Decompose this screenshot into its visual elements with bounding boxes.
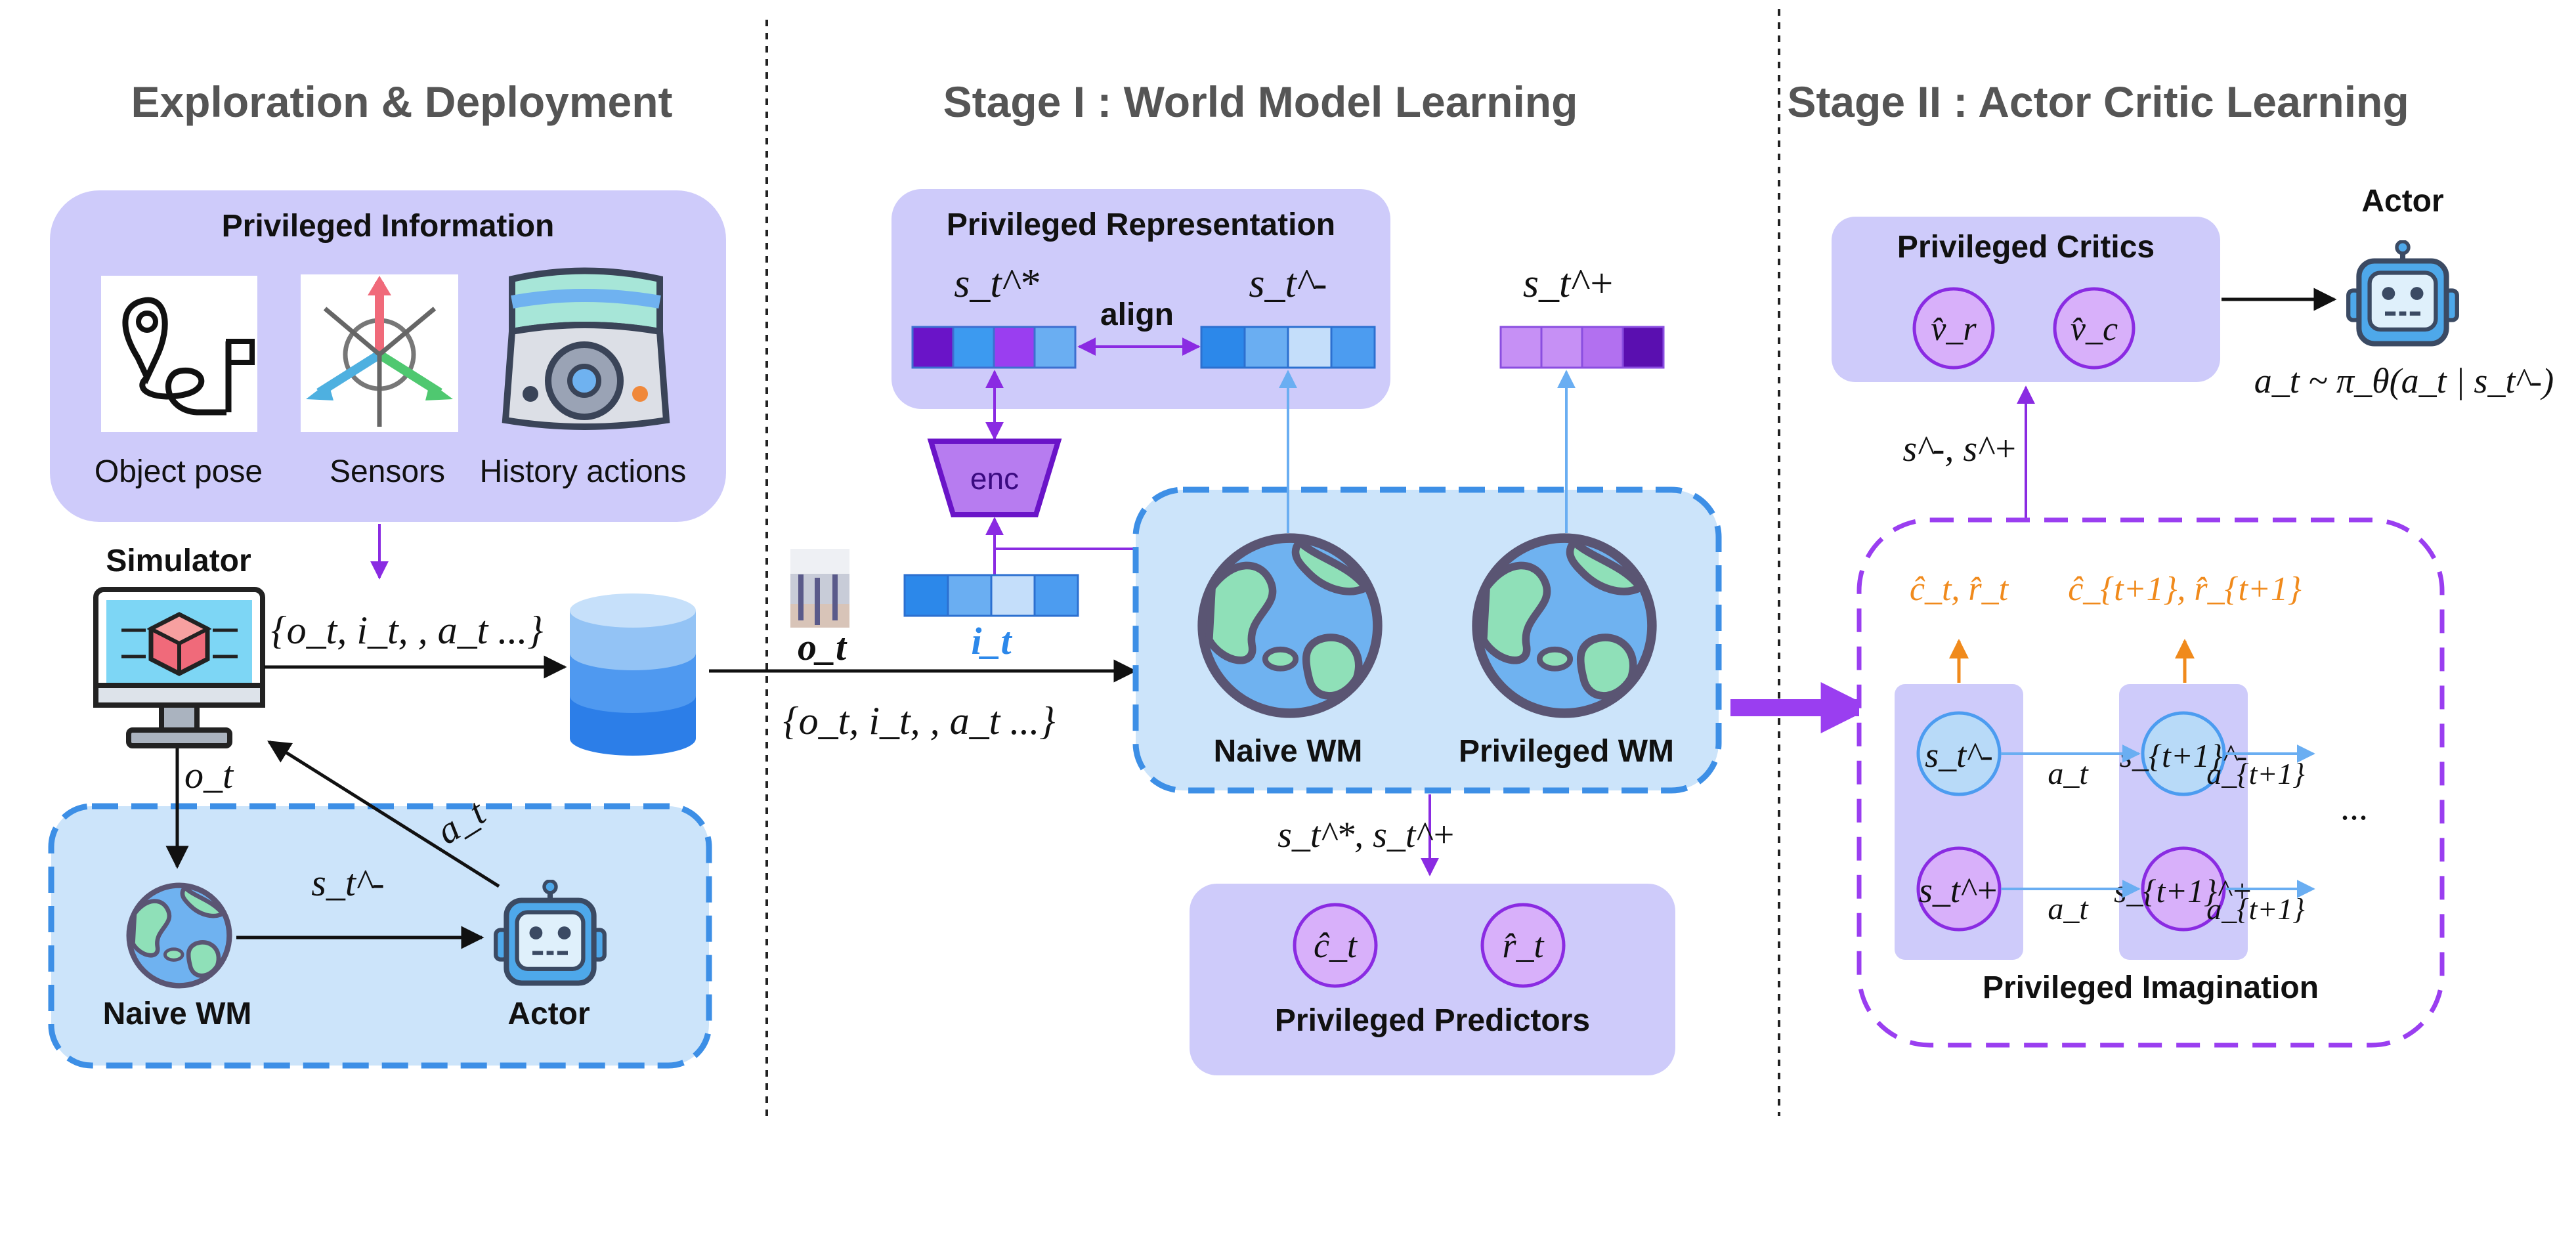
- value-reward-node: [1912, 287, 1995, 370]
- action-arrow: [267, 740, 500, 888]
- value-reward-label: v̂_r: [1931, 311, 1977, 348]
- cockpit-icon: [502, 267, 670, 430]
- align-label: align: [1100, 297, 1174, 332]
- state-label: s_t^-: [311, 861, 384, 904]
- value-cost-label: v̂_c: [2071, 311, 2118, 348]
- s-minus-t1-node: [2141, 711, 2226, 796]
- out-t-label: ĉ_t, r̂_t: [1910, 571, 2009, 608]
- encoder-block: [927, 439, 1062, 517]
- privileged-imagination-title: Privileged Imagination: [1983, 970, 2319, 1005]
- simulator-monitor-icon: [93, 587, 265, 748]
- r-hat-label: r̂_t: [1502, 926, 1545, 965]
- replay-tuple-label: {o_t, i_t, , a_t ...}: [783, 699, 1056, 743]
- a-t1-label-minus: a_{t+1}: [2206, 757, 2305, 790]
- s-star-label: s_t^*: [954, 261, 1039, 306]
- s-minus-vector: [1200, 326, 1376, 369]
- section-title-stage1: Stage I : World Model Learning: [943, 77, 1578, 126]
- section-title-stage2: Stage II : Actor Critic Learning: [1787, 77, 2409, 126]
- privileged-critics-title: Privileged Critics: [1897, 230, 2155, 265]
- privileged-wm-label: Privileged WM: [1459, 734, 1674, 769]
- c-hat-node: [1293, 903, 1378, 988]
- object-pose-label: Object pose: [95, 454, 263, 489]
- obs-label: o_t: [184, 754, 234, 796]
- map-route-icon: [101, 276, 257, 432]
- globe-icon: [129, 886, 230, 986]
- s-plus-t-node: [1916, 846, 2002, 932]
- s-star-vector: [911, 326, 1077, 369]
- i-t-vector: [903, 574, 1079, 617]
- s-minus-t1-label: s_{t+1}^-: [2120, 737, 2248, 774]
- sensor-axes-icon: [301, 274, 458, 432]
- out-t1-label: ĉ_{t+1}, r̂_{t+1}: [2068, 571, 2302, 608]
- naive-wm-label-stage1: Naive WM: [1214, 734, 1363, 769]
- privileged-representation-title: Privileged Representation: [947, 207, 1335, 242]
- section-title-exploration: Exploration & Deployment: [131, 77, 672, 126]
- input-to-enc-line: [995, 519, 1142, 574]
- naive-wm-globe-icon: [1203, 538, 1378, 714]
- database-icon: [570, 593, 696, 756]
- s-minus-t-node: [1916, 711, 2002, 796]
- ellipsis-label: ...: [2340, 787, 2368, 828]
- s-plus-label: s_t^+: [1523, 261, 1615, 306]
- s-minus-label: s_t^-: [1249, 261, 1327, 306]
- privileged-wm-globe-icon: [1477, 538, 1652, 714]
- value-cost-node: [2053, 287, 2136, 370]
- s-minus-t-label: s_t^-: [1925, 735, 1993, 775]
- s-plus-t1-node: [2141, 846, 2226, 932]
- rollout-tuple-label: {o_t, i_t, , a_t ...}: [271, 609, 544, 652]
- privileged-information-title: Privileged Information: [222, 209, 555, 244]
- naive-wm-label: Naive WM: [103, 997, 252, 1031]
- sensors-label: Sensors: [330, 454, 445, 489]
- history-actions-label: History actions: [480, 454, 687, 489]
- i-t-label: i_t: [971, 620, 1012, 662]
- obs-o-label: o_t: [798, 626, 848, 668]
- encoder-label: enc: [970, 462, 1019, 496]
- s-plus-vector: [1499, 326, 1665, 369]
- a-t1-label-plus: a_{t+1}: [2206, 892, 2305, 926]
- s-plus-t-label: s_t^+: [1919, 871, 1999, 910]
- robot-icon-stage2: [2348, 242, 2457, 344]
- actor-title: Actor: [2361, 184, 2443, 219]
- policy-label: a_t ~ π_θ(a_t | s_t^-): [2254, 361, 2554, 400]
- actor-label: Actor: [507, 997, 590, 1031]
- a-t-label-plus: a_t: [2048, 892, 2089, 926]
- pred-input-label: s_t^*, s_t^+: [1277, 815, 1456, 855]
- r-hat-node: [1480, 903, 1566, 988]
- privileged-predictors-panel: [1190, 884, 1675, 1075]
- c-hat-label: ĉ_t: [1314, 926, 1358, 965]
- camera-frame-icon: [790, 549, 849, 628]
- simulator-label: Simulator: [106, 544, 251, 578]
- privileged-predictors-title: Privileged Predictors: [1275, 1003, 1590, 1038]
- critic-input-label: s^-, s^+: [1902, 429, 2017, 469]
- a-t-label-minus: a_t: [2048, 756, 2089, 791]
